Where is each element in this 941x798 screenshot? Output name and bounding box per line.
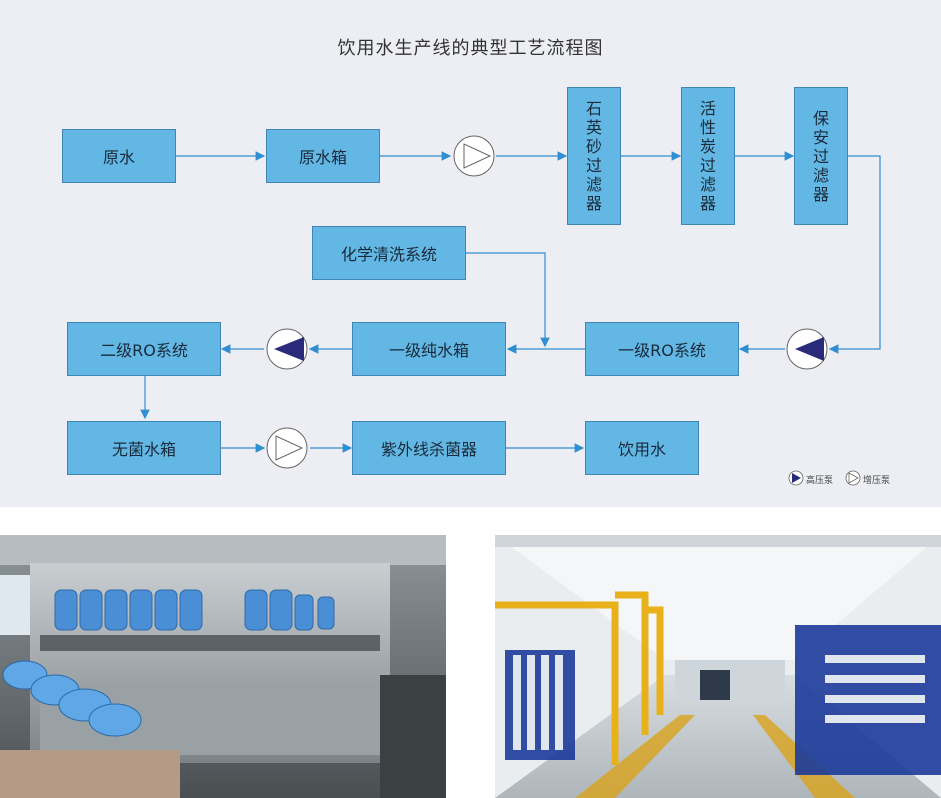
node-ro1-system: 一级RO系统	[585, 322, 739, 376]
char: 器	[699, 194, 716, 213]
node-sterile-tank: 无菌水箱	[67, 421, 221, 475]
char: 过	[699, 156, 716, 175]
flowchart-panel: 饮用水生产线的典型工艺流程图	[0, 0, 941, 507]
high-pressure-pump-icon	[266, 328, 308, 370]
char: 滤	[585, 175, 602, 194]
booster-pump-icon	[453, 135, 495, 177]
char: 安	[812, 127, 829, 147]
legend-booster-pump-label: 增压泵	[863, 476, 891, 486]
char: 保	[812, 108, 829, 128]
char: 滤	[812, 165, 829, 185]
photo-ro-treatment-workshop	[495, 535, 941, 798]
node-security-filter: 保 安 过 滤 器	[794, 87, 848, 225]
node-ro2-system: 二级RO系统	[67, 322, 221, 376]
booster-pump-icon	[266, 427, 308, 469]
node-uv-sterilizer: 紫外线杀菌器	[352, 421, 506, 475]
char: 石	[585, 99, 602, 118]
node-drinking-water: 饮用水	[585, 421, 699, 475]
high-pressure-pump-icon	[786, 328, 828, 370]
flow-connectors	[140, 135, 881, 486]
node-raw-tank: 原水箱	[266, 129, 380, 183]
char: 炭	[699, 137, 716, 156]
diagram-title: 饮用水生产线的典型工艺流程图	[337, 38, 604, 59]
node-raw-water: 原水	[62, 129, 176, 183]
char: 滤	[699, 175, 716, 194]
filling-machine-illustration	[0, 535, 446, 798]
workshop-illustration	[495, 535, 941, 798]
char: 器	[812, 184, 829, 204]
char: 性	[699, 118, 716, 137]
char: 砂	[585, 137, 602, 156]
char: 英	[585, 118, 602, 137]
legend-booster-pump-icon	[845, 470, 861, 486]
legend-high-pressure-pump-icon	[788, 470, 804, 486]
arrow-chemclean-to-line	[466, 252, 550, 348]
arrow-security-to-hppump	[828, 155, 881, 354]
char: 活	[699, 99, 716, 118]
node-quartz-sand-filter: 石 英 砂 过 滤 器	[567, 87, 621, 225]
char: 过	[585, 156, 602, 175]
node-chemical-cleaning: 化学清洗系统	[312, 226, 466, 280]
char: 器	[585, 194, 602, 213]
legend-high-pressure-pump-label: 高压泵	[806, 476, 834, 486]
photo-bottle-filling-machine	[0, 535, 446, 798]
char: 过	[812, 146, 829, 166]
node-pure-water-tank1: 一级纯水箱	[352, 322, 506, 376]
node-activated-carbon-filter: 活 性 炭 过 滤 器	[681, 87, 735, 225]
